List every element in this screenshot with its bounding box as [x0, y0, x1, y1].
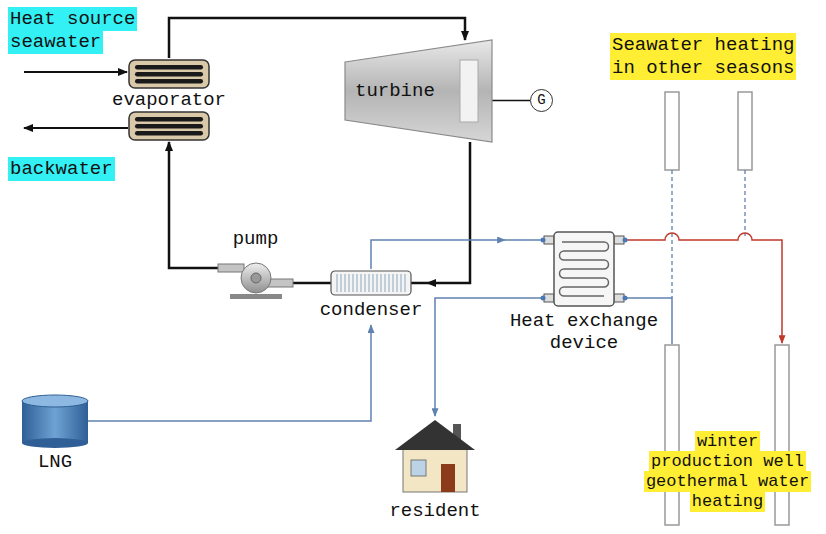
tube-rod: [135, 72, 203, 77]
tube-rod: [135, 65, 203, 70]
tube-rod: [135, 79, 203, 84]
tube-rod: [135, 131, 203, 136]
highlight-label: winter production well geothermal water …: [644, 431, 811, 512]
condenser-fin: [345, 274, 346, 292]
condenser-fin: [365, 274, 366, 292]
node-label: condenser: [315, 299, 427, 321]
condenser-fin: [353, 274, 354, 292]
node-label: pump: [218, 228, 293, 250]
condenser-fin: [393, 274, 394, 292]
label-box: Heat source seawater: [8, 8, 148, 54]
condenser-fin: [349, 274, 350, 292]
flow-connector: [427, 142, 470, 283]
exchanger-coil: [560, 242, 609, 296]
lng-tank: LNG: [18, 393, 92, 477]
tank-bottom: [22, 438, 88, 448]
generator-circle: G: [530, 89, 553, 112]
house-wall: [403, 446, 467, 492]
flow-connector: [435, 298, 505, 416]
exchanger-body: [554, 232, 614, 306]
node-label: resident: [385, 500, 485, 522]
exchanger-tube: [129, 112, 209, 140]
port-dot: [541, 238, 546, 243]
condenser-body: [331, 271, 411, 295]
house-window: [411, 460, 426, 476]
port-dot: [541, 296, 546, 301]
seawater-pipe: [738, 92, 752, 170]
heat-exchanger: Heat exchange device: [505, 228, 663, 358]
condenser-fin: [377, 274, 378, 292]
tank-top: [22, 395, 88, 407]
house-roof: [395, 420, 475, 450]
pump-inlet: [218, 264, 244, 272]
seawater-inlet-arrow: [24, 71, 127, 73]
flow-connector: [293, 282, 315, 285]
geothermal-well-pipe: [665, 345, 679, 525]
pump-hub: [251, 273, 261, 283]
condenser-fin: [405, 274, 406, 292]
pump-casing: [241, 263, 271, 293]
geothermal-well-pipe: [775, 345, 789, 525]
highlight-label: Seawater heating in other seasons: [610, 33, 796, 80]
highlight-label: backwater: [8, 157, 115, 181]
evaporator: evaporator: [107, 58, 231, 142]
condenser-fin: [369, 274, 370, 292]
seawater-pipe: [665, 92, 679, 170]
condenser-fin: [373, 274, 374, 292]
label-box: winter production well geothermal water …: [640, 432, 815, 512]
house-door: [441, 464, 455, 492]
flow-connector: [492, 100, 530, 102]
dashed-seawater-line: [744, 170, 745, 236]
highlight-label: Heat source seawater: [8, 7, 137, 54]
dashed-seawater-line: [671, 170, 672, 298]
backwater-outlet-arrow: [24, 127, 128, 129]
condenser-fin: [361, 274, 362, 292]
exchanger-tube: [129, 60, 209, 88]
node-label: LNG: [18, 451, 92, 473]
resident-house: resident: [385, 416, 485, 526]
condenser-fin: [389, 274, 390, 292]
condenser-fin: [397, 274, 398, 292]
pump-base: [230, 294, 282, 299]
condenser-fin: [401, 274, 402, 292]
node-label: G: [531, 90, 552, 110]
flow-connector: [371, 240, 505, 269]
pump: pump: [218, 228, 293, 300]
label-box: Seawater heating in other seasons: [610, 34, 808, 80]
turbine-body: [345, 40, 492, 142]
label-box: backwater: [8, 158, 128, 181]
tube-rod: [135, 124, 203, 129]
condenser-fin: [385, 274, 386, 292]
condenser-fin: [341, 274, 342, 292]
condenser-fin: [381, 274, 382, 292]
flow-connector: [92, 325, 371, 421]
flow-connector: [169, 142, 218, 268]
condenser-fin: [357, 274, 358, 292]
turbine-casing: [460, 60, 478, 122]
turbine: turbine: [345, 40, 492, 142]
port-dot: [623, 238, 628, 243]
node-label: Heat exchange device: [505, 310, 663, 354]
node-label: evaporator: [107, 89, 231, 111]
node-label: turbine: [355, 80, 492, 102]
tube-rod: [135, 117, 203, 122]
port-dot: [623, 296, 628, 301]
condenser: condenser: [315, 269, 427, 325]
condenser-fin: [337, 274, 338, 292]
